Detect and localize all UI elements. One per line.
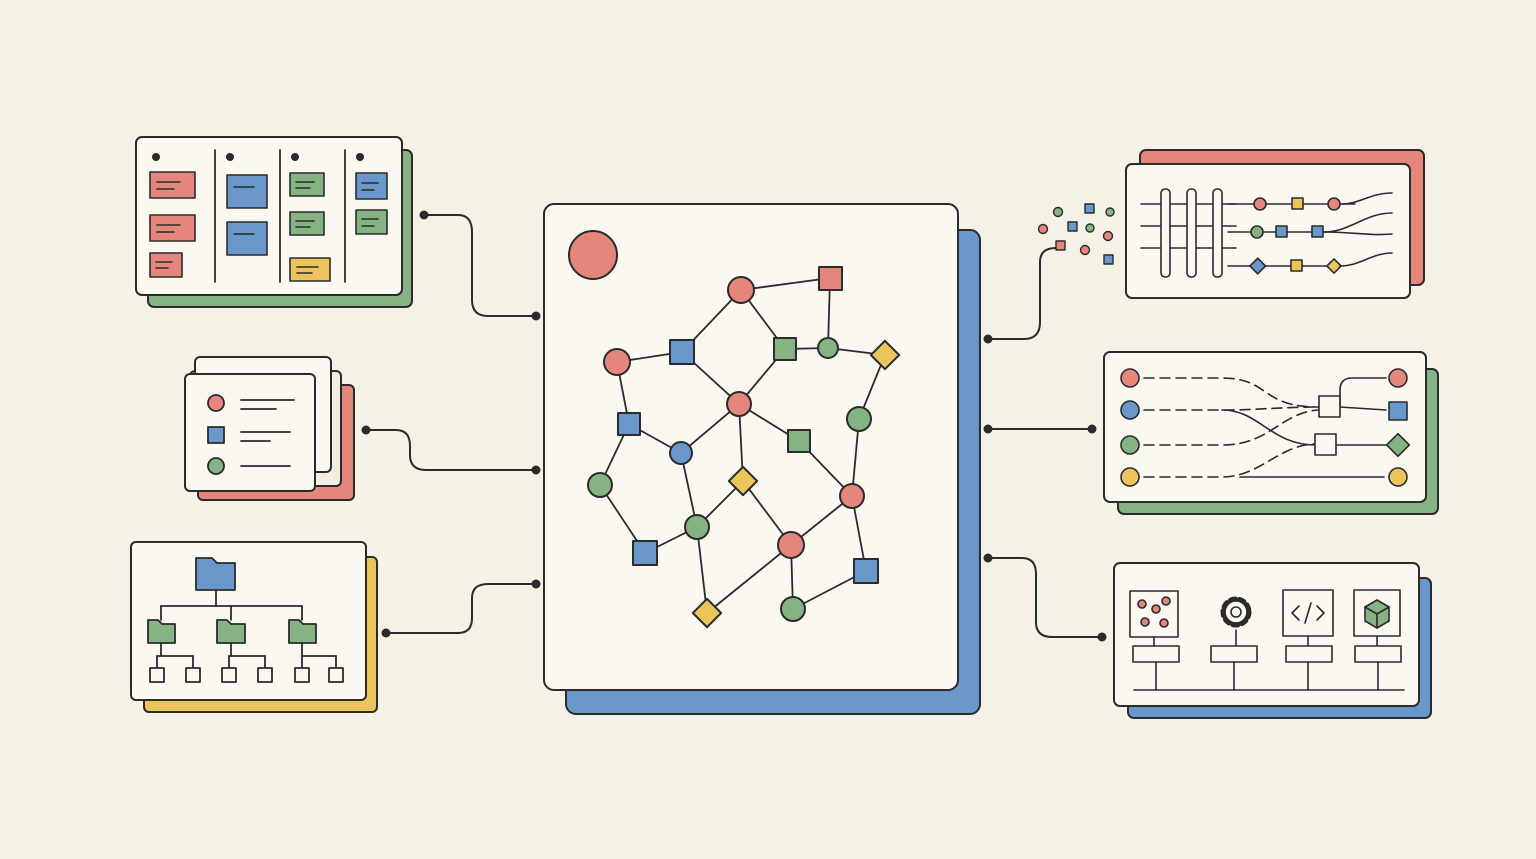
plugins-card (1113, 562, 1420, 707)
pipeline-module (1037, 149, 1425, 299)
scattered-data-icon (1037, 203, 1137, 265)
code-icon (1282, 589, 1334, 691)
hub-card (543, 203, 959, 691)
tree-card (130, 541, 367, 701)
list-stack-icon (207, 394, 295, 475)
folder-tree-icon (147, 557, 344, 683)
graph-network-icon (587, 266, 901, 629)
mapping-icon (1120, 368, 1411, 487)
data-pipeline-icon (1140, 188, 1393, 278)
tree-module (130, 541, 378, 713)
plugins-module (1113, 562, 1432, 719)
plugin-bus-icon (1129, 589, 1405, 691)
mapping-module (1103, 351, 1439, 515)
cube-icon (1353, 589, 1402, 691)
dots-icon (1129, 590, 1180, 691)
kanban-board-icon (149, 149, 388, 283)
hub-panel (543, 203, 981, 715)
gear-icon (1210, 596, 1258, 691)
list-module (184, 356, 355, 501)
kanban-module (135, 136, 413, 308)
connectors (361, 210, 1107, 642)
kanban-card (135, 136, 403, 296)
red-circle-icon (568, 230, 618, 280)
